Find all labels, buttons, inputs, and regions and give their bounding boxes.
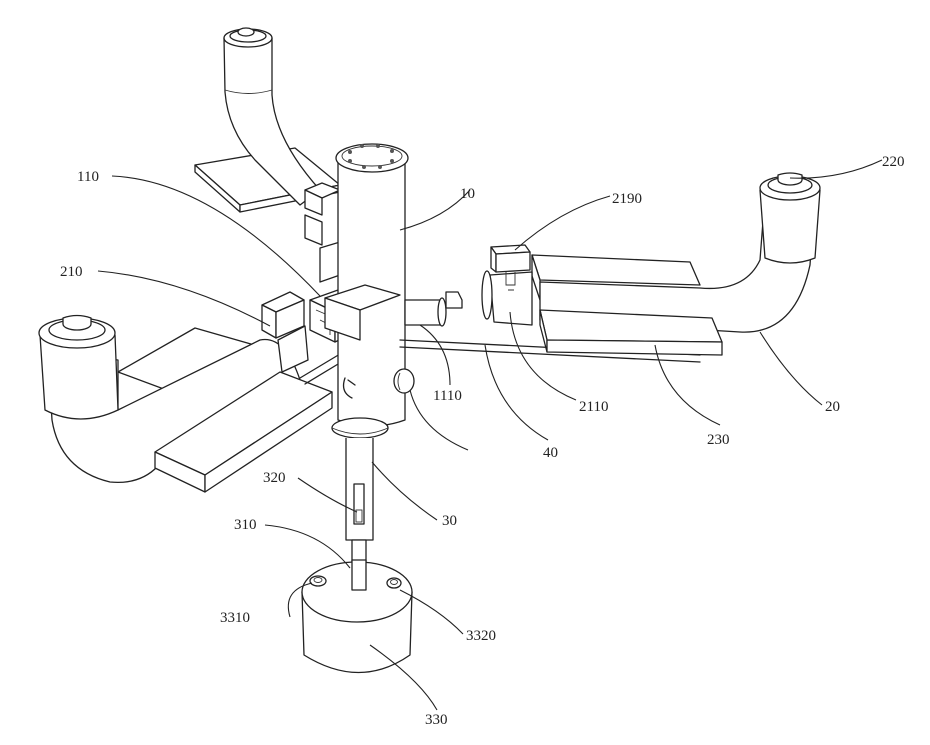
leader-40: [484, 344, 549, 441]
leader-10: [399, 189, 471, 231]
label-210: 210: [60, 264, 83, 280]
right-connector: [481, 244, 533, 326]
label-220: 220: [882, 154, 905, 170]
label-330: 330: [425, 712, 448, 728]
label-2190: 2190: [612, 191, 642, 207]
leader-unlabeled: [409, 389, 469, 451]
label-110: 110: [77, 169, 99, 185]
leader-1110: [419, 324, 451, 386]
right-arm: [531, 172, 821, 356]
leader-320: [297, 477, 358, 513]
side-outlet-1110: [404, 299, 441, 326]
right-back-plate: [531, 254, 701, 286]
leader-3320: [399, 589, 464, 635]
label-10: 10: [460, 186, 475, 202]
connector-2110: [489, 271, 533, 326]
leader-30: [371, 461, 438, 521]
column-flange-top: [335, 143, 409, 173]
label-40: 40: [543, 445, 558, 461]
leader-330: [369, 644, 438, 711]
base-cylinder: [301, 559, 413, 674]
leader-2110: [509, 311, 577, 401]
leader-20: [759, 331, 823, 406]
right-pipe: [539, 191, 816, 333]
label-3320: 3320: [466, 628, 496, 644]
label-30: 30: [442, 513, 457, 529]
flange-bolts: [348, 144, 394, 169]
label-310: 310: [234, 517, 257, 533]
leader-110: [111, 175, 321, 297]
leader-230: [654, 344, 721, 426]
left-arm: [38, 314, 359, 493]
leader-3310: [287, 582, 313, 618]
leader-310: [264, 524, 351, 569]
label-20: 20: [825, 399, 840, 415]
reference-labels: 110 210 10 2190 220 1110 40 2110 230 20 …: [60, 154, 905, 728]
leader-lines: [97, 159, 883, 711]
label-2110: 2110: [579, 399, 608, 415]
leader-220: [789, 159, 883, 179]
label-1110: 1110: [433, 388, 462, 404]
slot-320: [353, 483, 365, 525]
leader-210: [97, 270, 271, 327]
label-3310: 3310: [220, 610, 250, 626]
leader-2190: [514, 195, 611, 251]
back-connector: [304, 182, 341, 283]
label-320: 320: [263, 470, 286, 486]
central-column: [324, 143, 701, 439]
column-flange-bottom: [331, 417, 389, 439]
label-230: 230: [707, 432, 730, 448]
